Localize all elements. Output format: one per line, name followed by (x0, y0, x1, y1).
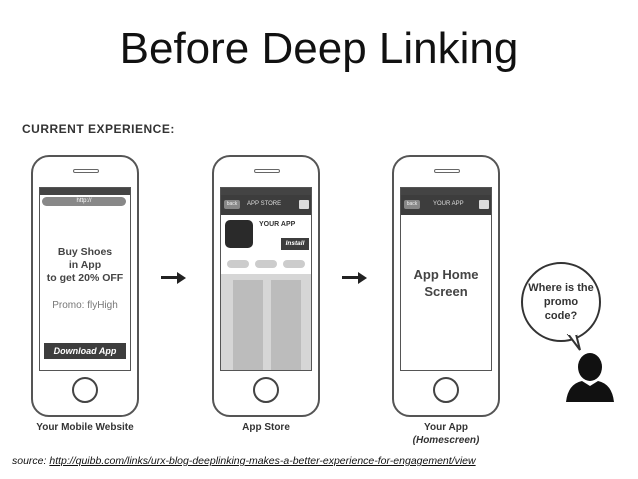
app-name: YOUR APP (259, 221, 296, 228)
status-bar (40, 188, 130, 195)
promo-code: Promo: flyHigh (52, 300, 118, 311)
nav-title: YOUR APP (433, 201, 464, 207)
status-bar (221, 188, 311, 195)
status-bar (401, 188, 491, 195)
phone-speaker (254, 169, 280, 173)
promo-line: to get 20% OFF (46, 272, 124, 284)
phone-mobile-website: http:// Buy Shoes in App to get 20% OFF … (31, 155, 139, 417)
back-button[interactable]: back (404, 200, 420, 209)
promo-line: in App (68, 259, 102, 271)
promo-line: Buy Shoes (57, 246, 113, 258)
app-icon (225, 220, 253, 248)
install-button[interactable]: Install (281, 238, 309, 250)
promo-text: Buy Shoes in App to get 20% OFF (40, 246, 130, 285)
caption-website: Your Mobile Website (36, 422, 134, 433)
placeholder-pill (255, 260, 277, 268)
section-label: CURRENT EXPERIENCE: (22, 122, 175, 136)
source-prefix: source: (12, 455, 50, 467)
phone-app-store: back APP STORE YOUR APP Install (212, 155, 320, 417)
bubble-text: Where is the promo code? (528, 281, 594, 323)
placeholder-pill (283, 260, 305, 268)
phone-screen: http:// Buy Shoes in App to get 20% OFF … (39, 187, 131, 371)
nav-bar: back YOUR APP (401, 195, 491, 215)
phone-screen: back YOUR APP App Home Screen (400, 187, 492, 371)
phone-speaker (434, 169, 460, 173)
nav-title: APP STORE (247, 201, 282, 207)
download-app-button[interactable]: Download App (44, 343, 126, 359)
caption-app-store: App Store (242, 422, 290, 433)
speech-bubble: Where is the promo code? (521, 262, 601, 342)
caption-your-app-sub: (Homescreen) (412, 435, 480, 446)
bubble-tail-icon (566, 334, 581, 351)
home-button[interactable] (433, 377, 459, 403)
source-citation: source: http://quibb.com/links/urx-blog-… (12, 455, 476, 467)
phone-speaker (73, 169, 99, 173)
page-title: Before Deep Linking (119, 24, 519, 73)
phone-screen: back APP STORE YOUR APP Install (220, 187, 312, 371)
share-icon[interactable] (299, 200, 309, 209)
source-link[interactable]: http://quibb.com/links/urx-blog-deeplink… (49, 455, 476, 467)
home-button[interactable] (253, 377, 279, 403)
caption-your-app: Your App (424, 422, 468, 433)
user-silhouette-icon (566, 353, 614, 402)
url-bar[interactable]: http:// (42, 197, 126, 206)
home-button[interactable] (72, 377, 98, 403)
screenshot-area (221, 274, 311, 370)
phone-your-app: back YOUR APP App Home Screen (392, 155, 500, 417)
placeholder-pill (227, 260, 249, 268)
app-home-line: Screen (424, 284, 468, 299)
nav-bar: back APP STORE (221, 195, 311, 215)
app-home-text: App Home Screen (401, 266, 491, 300)
share-icon[interactable] (479, 200, 489, 209)
back-button[interactable]: back (224, 200, 240, 209)
app-home-line: App Home (413, 267, 479, 282)
